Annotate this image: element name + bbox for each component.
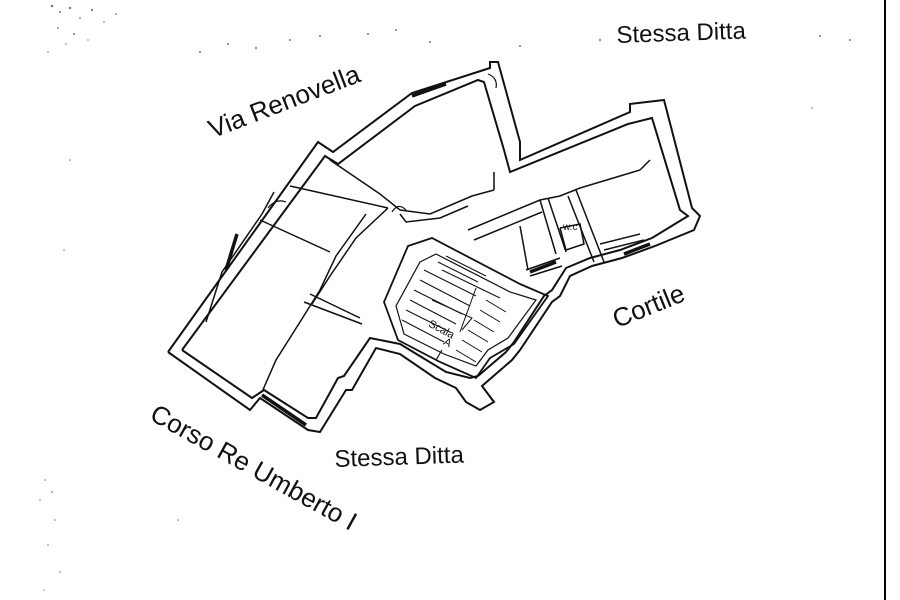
neighbor-label-top: Stessa Ditta [616, 17, 747, 49]
wc-label: w.c [563, 222, 578, 233]
scan-noise [39, 4, 851, 591]
door-marks [267, 73, 497, 361]
staircase [383, 237, 550, 380]
neighbor-label-bottom: Stessa Ditta [334, 441, 465, 473]
interior-walls [205, 159, 651, 393]
building-outline [167, 61, 702, 434]
window-marks [224, 82, 651, 427]
page-border [884, 0, 886, 600]
